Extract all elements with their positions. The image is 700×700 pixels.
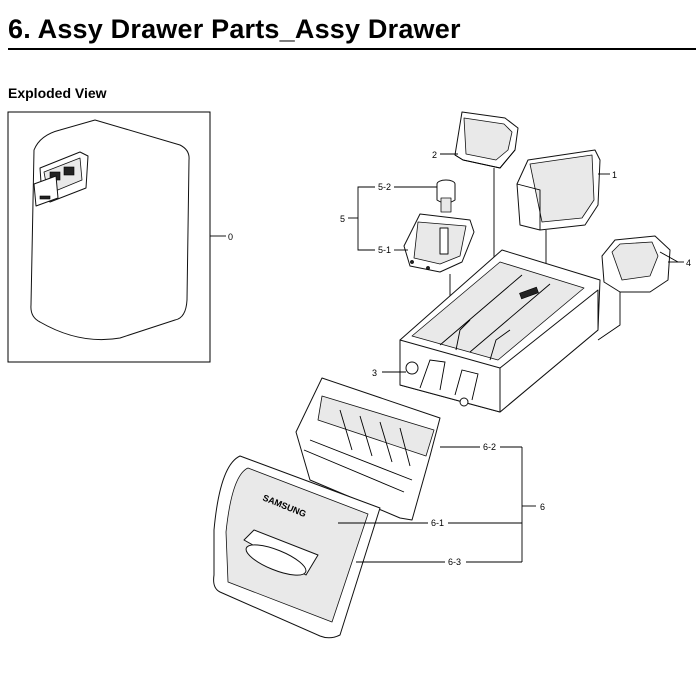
part-4-bin xyxy=(601,235,679,293)
inset-frame xyxy=(7,111,211,363)
callout-5-1: 5-1 xyxy=(378,245,391,255)
leader-4-down xyxy=(597,292,621,341)
washer-body-drawing xyxy=(30,119,190,341)
part-6-front-panel: SAMSUNG xyxy=(213,455,381,639)
part-2-tray xyxy=(454,111,519,169)
part-5-1-cup xyxy=(403,213,475,273)
bracket-5 xyxy=(357,186,375,251)
callout-3: 3 xyxy=(372,368,377,378)
callout-5-2: 5-2 xyxy=(378,182,391,192)
part-3-housing xyxy=(399,249,601,413)
callout-2: 2 xyxy=(432,150,437,160)
part-5-2-cap xyxy=(436,179,456,213)
page-title: 6. Assy Drawer Parts_Assy Drawer xyxy=(8,14,461,44)
callout-6-1: 6-1 xyxy=(431,518,444,528)
part-6-2-frame xyxy=(295,377,441,521)
title-underline xyxy=(8,48,696,50)
callout-6: 6 xyxy=(540,502,545,512)
callout-1: 1 xyxy=(612,170,617,180)
callout-6-2: 6-2 xyxy=(483,442,496,452)
callout-5: 5 xyxy=(340,214,345,224)
callout-0: 0 xyxy=(228,232,233,242)
section-subtitle: Exploded View xyxy=(8,85,107,101)
callout-4: 4 xyxy=(686,258,691,268)
part-1-bin xyxy=(516,149,601,231)
callout-6-3: 6-3 xyxy=(448,557,461,567)
